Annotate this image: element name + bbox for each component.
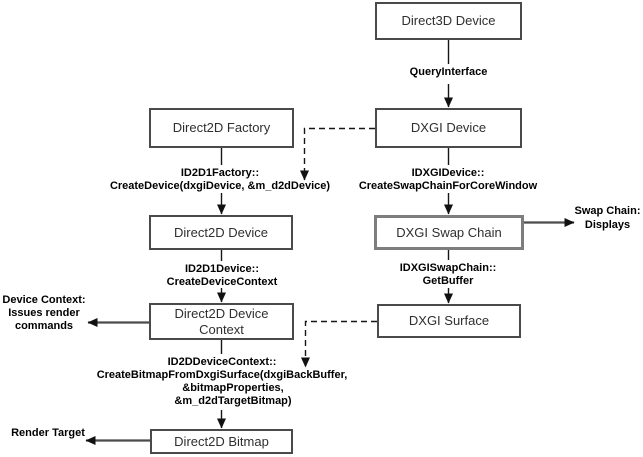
node-direct2d-bitmap-label: Direct2D Bitmap — [174, 433, 269, 449]
flow-arrows — [217, 40, 453, 429]
node-direct3d-device: Direct3D Device — [375, 2, 522, 40]
node-direct2d-device-label: Direct2D Device — [174, 224, 268, 240]
edge-label-swap-chain-get-buffer: IDXGISwapChain:: GetBuffer — [368, 262, 528, 288]
edge-label-query-interface: QueryInterface — [370, 66, 527, 79]
edge-label-factory-create-device: ID2D1Factory:: CreateDevice(dxgiDevice, … — [100, 167, 340, 193]
node-direct3d-device-label: Direct3D Device — [401, 13, 496, 28]
annotation-line: Displays — [584, 219, 631, 231]
annotation-line: Device Context: — [2, 294, 86, 306]
edge-label-line: ID2D1Device:: — [185, 263, 259, 275]
annotation-line: commands — [14, 320, 74, 332]
node-direct2d-device: Direct2D Device — [149, 215, 293, 250]
annotation-device-context-role: Device Context: Issues render commands — [0, 294, 88, 333]
edge-label-line: &bitmapProperties, — [182, 382, 284, 394]
node-dxgi-surface: DXGI Surface — [377, 304, 521, 338]
edge-label-line: IDXGISwapChain:: — [399, 262, 497, 274]
edge-label-line: GetBuffer — [422, 275, 474, 287]
node-direct2d-factory: Direct2D Factory — [149, 108, 294, 148]
node-dxgi-surface-label: DXGI Surface — [408, 313, 490, 328]
edge-label-line: &m_d2dTargetBitmap) — [174, 395, 292, 407]
edge-label-line: ID2DDeviceContext:: — [167, 356, 277, 368]
dashed-connectors — [300, 127, 377, 368]
dashed-surface-to-createbitmap-param — [301, 320, 377, 368]
edge-label-line: CreateBitmapFromDxgiSurface(dxgiBackBuff… — [96, 369, 348, 381]
edge-label-line: IDXGIDevice:: — [411, 167, 485, 179]
node-direct2d-device-context: Direct2D Device Context — [149, 303, 294, 340]
dashed-dxgidevice-to-createdevice-param — [300, 127, 375, 181]
annotation-line: Swap Chain: — [574, 205, 641, 217]
edge-label-device-create-swap-chain: IDXGIDevice:: CreateSwapChainForCoreWind… — [328, 167, 568, 193]
edge-label-line: QueryInterface — [409, 66, 488, 78]
edge-label-line: CreateDeviceContext — [166, 276, 278, 288]
annotation-line: Render Target — [11, 427, 85, 439]
edge-label-line: CreateDevice(dxgiDevice, &m_d2dDevice) — [109, 180, 331, 192]
edge-label-context-create-bitmap: ID2DDeviceContext:: CreateBitmapFromDxgi… — [82, 356, 362, 408]
node-dxgi-device-label: DXGI Device — [410, 120, 487, 135]
annotation-line: Issues render — [8, 307, 80, 319]
node-dxgi-swap-chain: DXGI Swap Chain — [374, 215, 524, 250]
node-direct2d-bitmap: Direct2D Bitmap — [150, 429, 293, 454]
node-dxgi-device: DXGI Device — [375, 108, 522, 148]
annotation-swap-chain-displays: Swap Chain: Displays — [572, 204, 643, 232]
edge-label-device-create-device-context: ID2D1Device:: CreateDeviceContext — [132, 263, 312, 289]
node-dxgi-swap-chain-label: DXGI Swap Chain — [396, 224, 502, 240]
node-direct2d-factory-label: Direct2D Factory — [172, 120, 271, 135]
node-direct2d-device-context-label: Direct2D Device Context — [174, 305, 269, 337]
annotation-render-target: Render Target — [2, 427, 94, 440]
output-arrows — [85, 218, 575, 445]
edge-label-line: CreateSwapChainForCoreWindow — [358, 180, 538, 192]
edge-label-line: ID2D1Factory:: — [180, 167, 260, 179]
